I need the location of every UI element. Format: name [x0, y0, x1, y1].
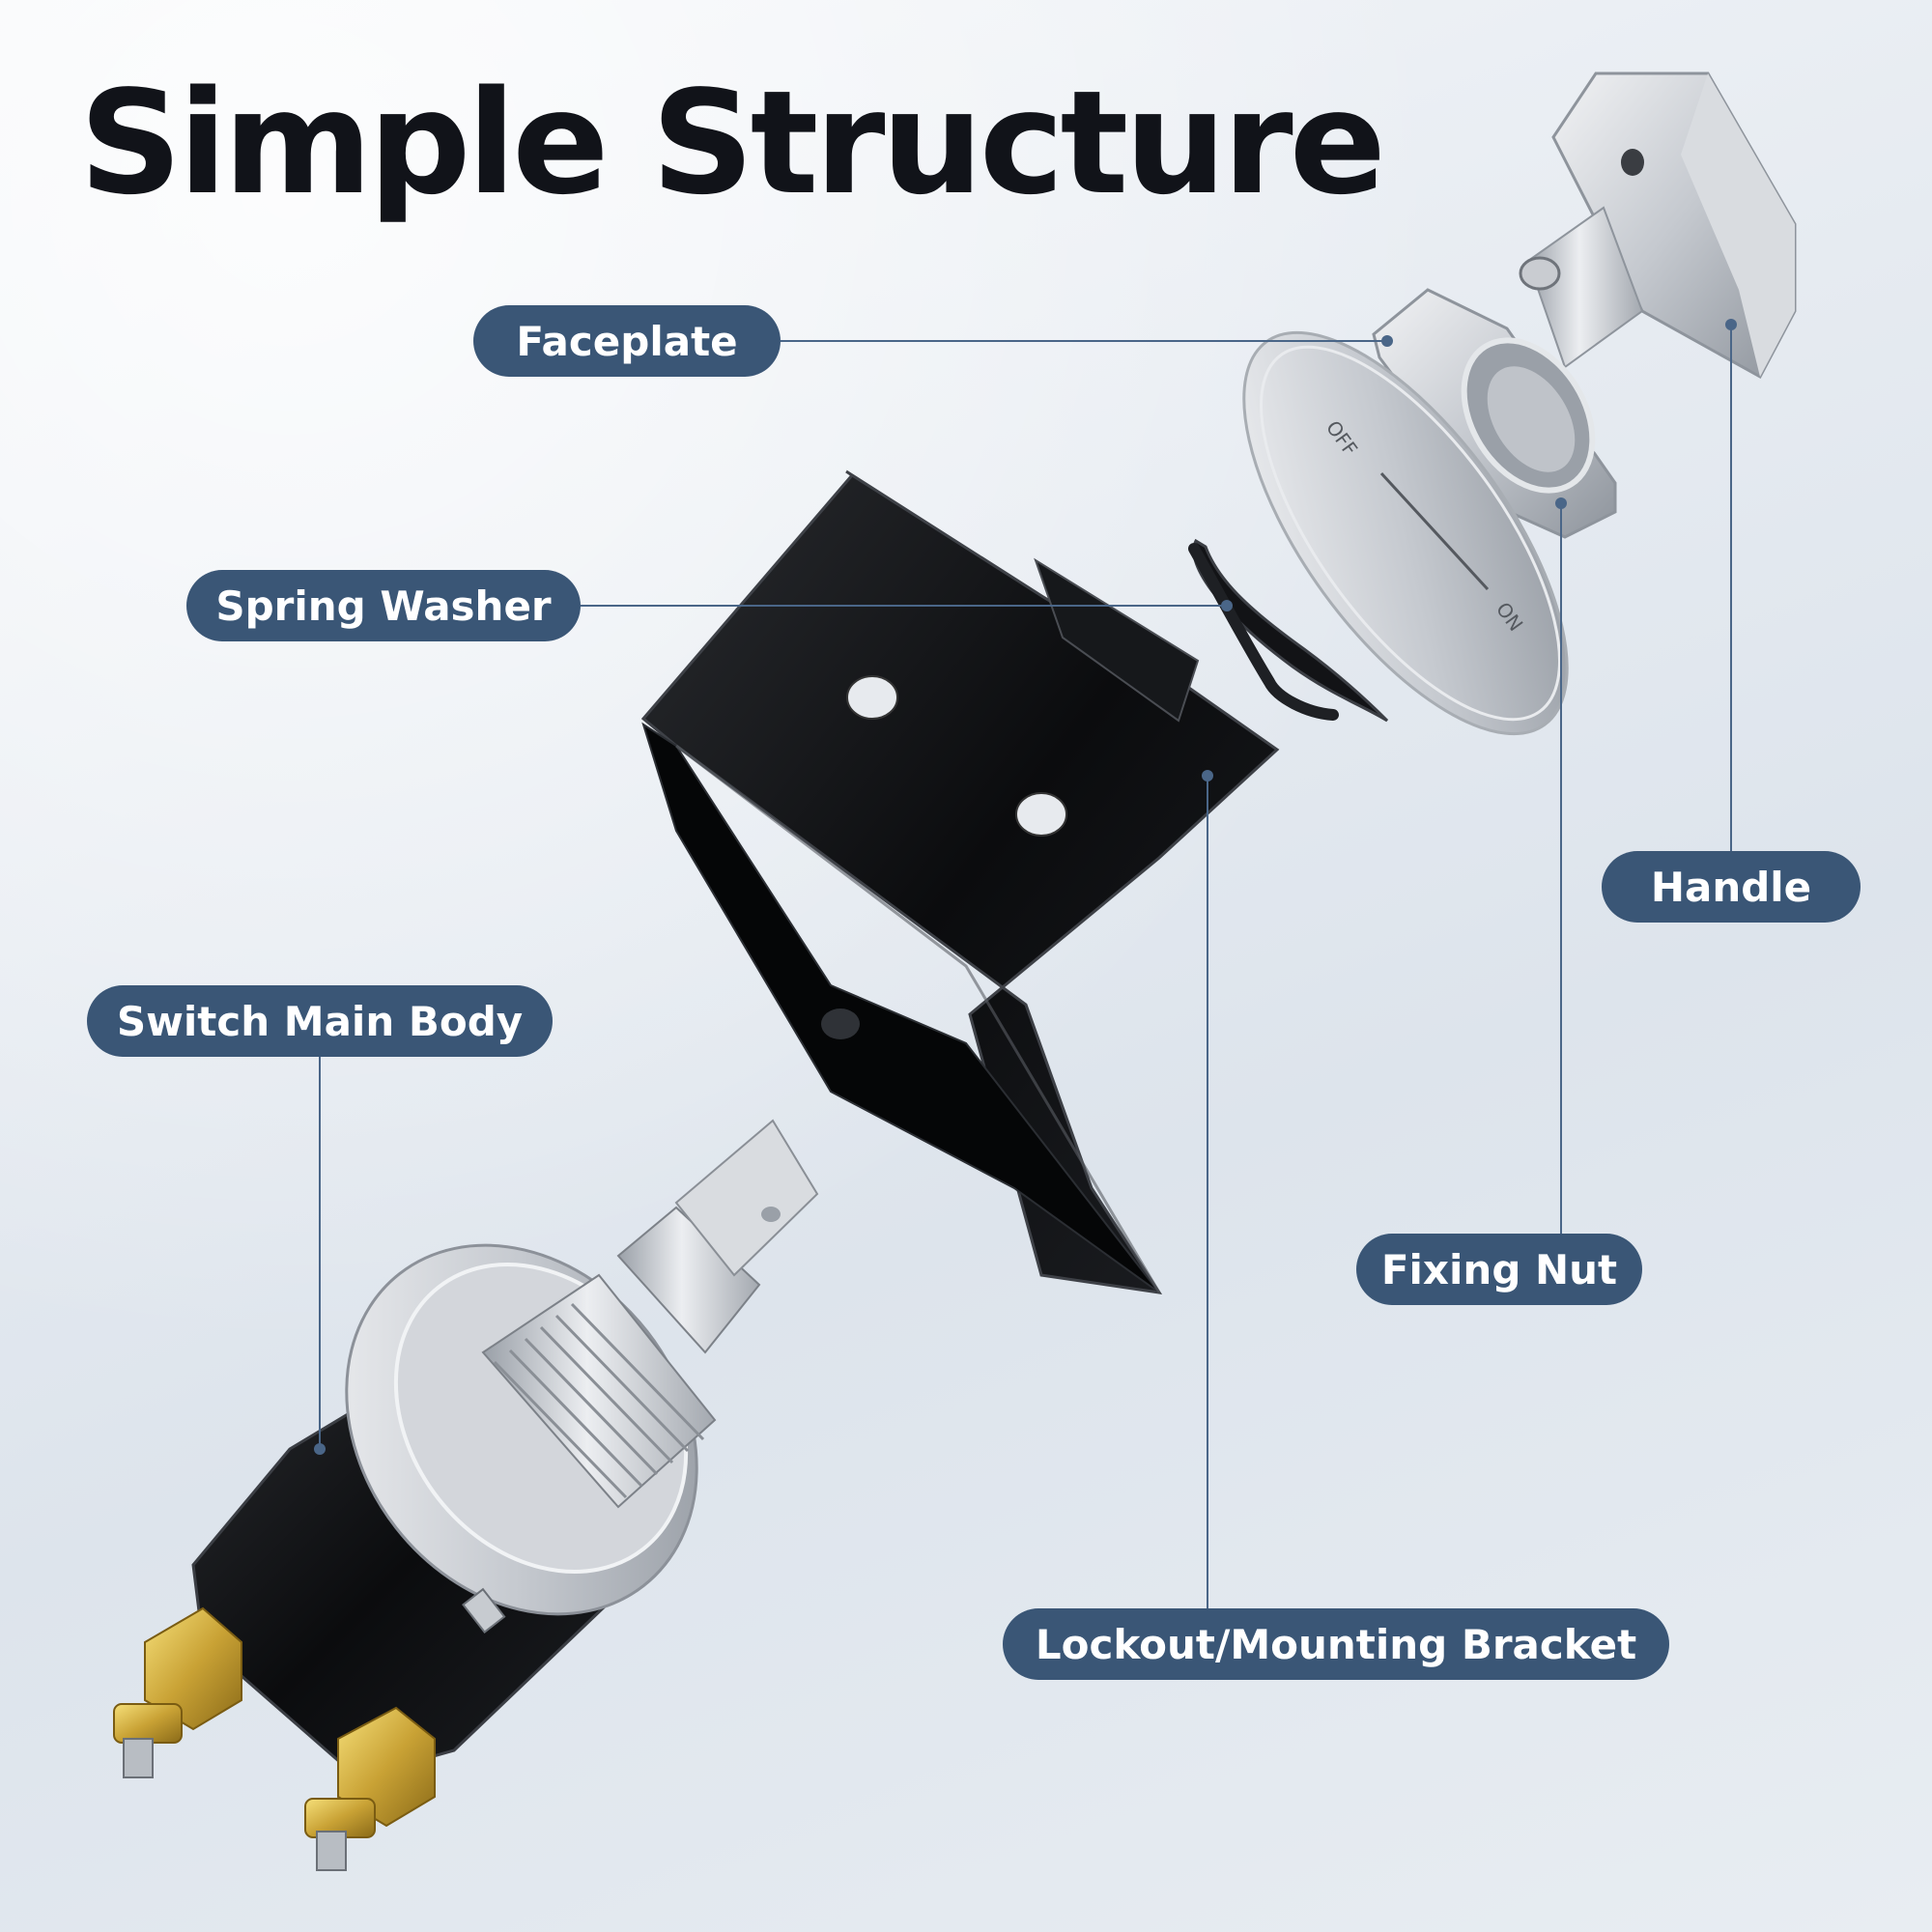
- page-title: Simple Structure: [79, 60, 1386, 226]
- dot-fixing-nut: [1555, 497, 1567, 509]
- terminal-left: [113, 1606, 242, 1778]
- dot-spring-washer: [1221, 600, 1233, 611]
- callout-handle: Handle: [1602, 851, 1861, 923]
- terminal-right: [304, 1706, 436, 1871]
- callout-lockout-bracket: Lockout/Mounting Bracket: [1003, 1608, 1669, 1680]
- callout-faceplate: Faceplate: [473, 305, 781, 377]
- callout-spring-washer: Spring Washer: [186, 570, 581, 641]
- spring-washer-part: [1188, 538, 1389, 723]
- bracket-part: [640, 469, 1280, 1294]
- leader-lines: [319, 325, 1732, 1608]
- dot-lockout-bracket: [1202, 770, 1213, 781]
- dot-switch-main-body: [314, 1443, 326, 1455]
- callout-fixing-nut: Fixing Nut: [1356, 1234, 1642, 1305]
- leader-dots: [314, 319, 1737, 1455]
- faceplate-part: OFF ON: [1242, 330, 1569, 736]
- fixing-nut-part: [1372, 288, 1617, 539]
- handle-part: [1519, 71, 1797, 380]
- switch-main-body-part: [113, 1119, 819, 1871]
- dot-handle: [1725, 319, 1737, 330]
- dot-faceplate: [1381, 335, 1393, 347]
- callout-switch-main-body: Switch Main Body: [87, 985, 553, 1057]
